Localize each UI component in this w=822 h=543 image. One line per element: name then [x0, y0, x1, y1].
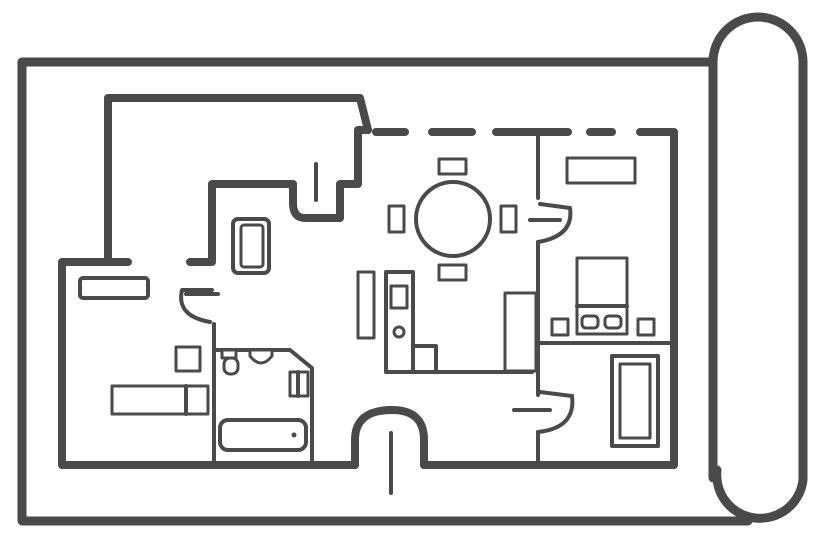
bed-icon — [575, 256, 629, 336]
fridge-icon — [503, 291, 538, 373]
notch-wall — [186, 126, 372, 266]
dining-table-icon — [387, 157, 518, 282]
west-room — [110, 345, 210, 416]
scroll-roll-outline — [708, 12, 808, 523]
bedroom — [550, 156, 656, 337]
chair-icon — [437, 157, 468, 176]
cabinet-icon — [610, 354, 660, 448]
kitchen-cabinet-icon — [384, 270, 534, 374]
paper-scroll-icon — [17, 12, 808, 526]
bedroom-door-swing — [528, 202, 573, 244]
nightstand-icon — [550, 317, 570, 337]
nightstand-icon — [636, 317, 656, 337]
nightstand-icon — [174, 345, 202, 373]
west-wing-wall — [58, 258, 359, 469]
toilet-icon — [220, 348, 240, 376]
desk-icon — [110, 384, 210, 416]
living-room — [78, 217, 271, 300]
counter-icon — [356, 270, 376, 340]
sink-icon — [248, 348, 274, 365]
entrance-arch — [351, 406, 428, 469]
wardrobe-icon — [565, 156, 637, 185]
bathroom-door-swing — [179, 288, 220, 324]
bathroom — [218, 348, 310, 452]
bench-icon — [78, 276, 150, 300]
study-door-swing — [512, 390, 575, 434]
bathtub-icon — [218, 418, 308, 452]
south-east-wall — [420, 128, 678, 469]
chair-icon — [387, 204, 406, 234]
kitchen — [356, 270, 538, 374]
chair-icon — [437, 263, 468, 282]
shower-icon — [288, 370, 310, 398]
study — [610, 354, 660, 448]
chair-icon — [499, 204, 518, 234]
sofa-icon — [231, 217, 271, 275]
north-west-wall — [104, 94, 372, 266]
exterior-walls — [58, 94, 678, 469]
scroll-sheet-outline — [17, 57, 753, 526]
